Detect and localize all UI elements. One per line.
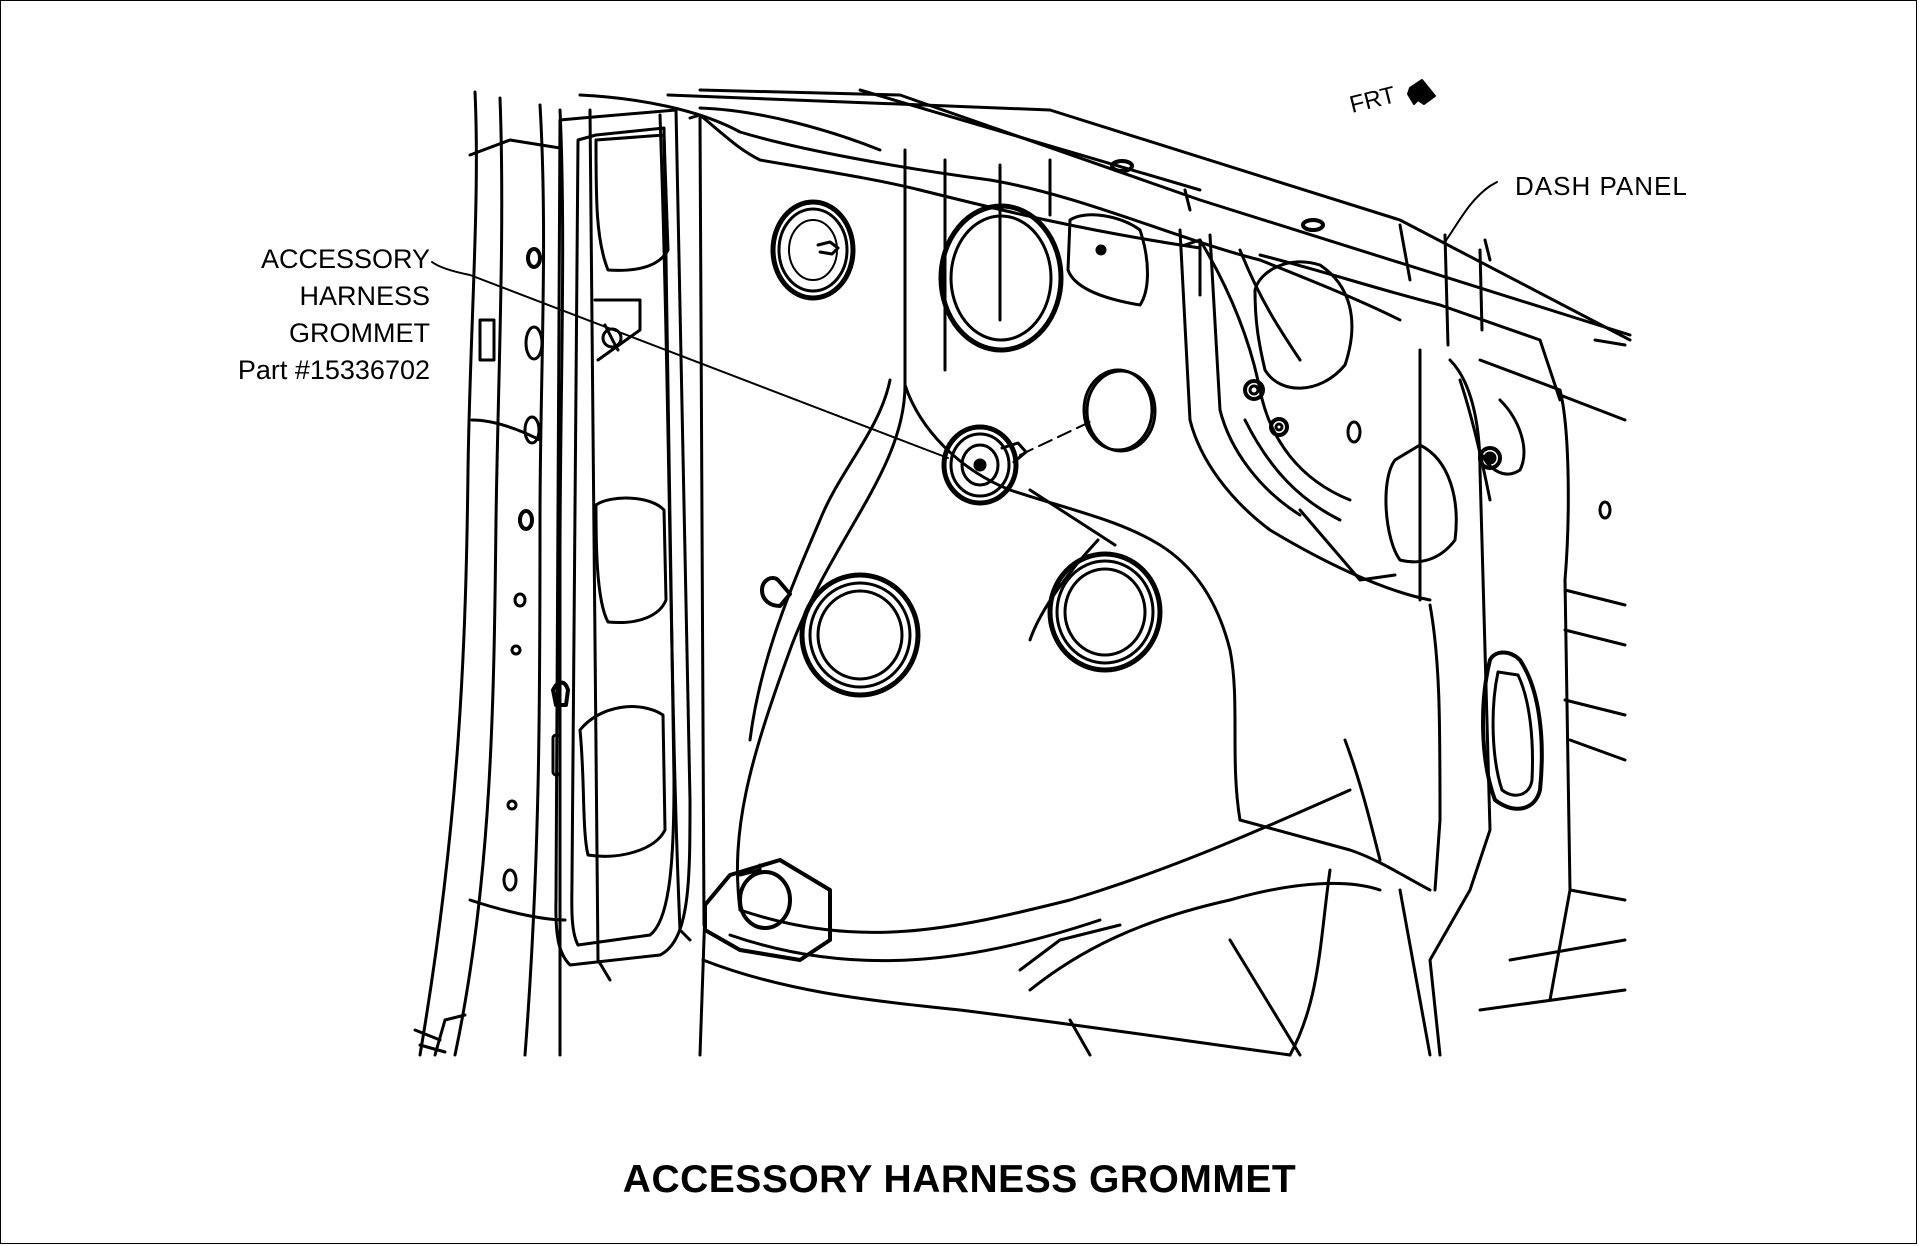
dash-panel-label: DASH PANEL [1515, 171, 1688, 201]
leader-lines [431, 181, 1498, 459]
front-direction-arrow-icon [1407, 79, 1436, 105]
install-path-dashed-line [1019, 419, 1095, 456]
floor-and-arch [698, 603, 1442, 1057]
grommet-leader-line [431, 261, 949, 459]
inner-pillar-plate [554, 108, 692, 967]
frt-label: FRT [1347, 81, 1399, 118]
figure-caption: ACCESSORY HARNESS GROMMET [622, 1158, 1297, 1201]
grommet-callout: ACCESSORY HARNESS GROMMET Part #15336702 [238, 241, 430, 389]
callout-line-3: GROMMET [289, 318, 430, 348]
dash-panel-surface [688, 113, 1458, 912]
callout-part-number: Part #15336702 [237, 355, 430, 385]
cowl-edges [578, 88, 1632, 402]
dash-panel-leader-line [1444, 181, 1498, 243]
callout-line-2: HARNESS [299, 281, 430, 311]
callout-line-1: ACCESSORY [260, 244, 430, 274]
right-pillar [1428, 338, 1627, 1057]
